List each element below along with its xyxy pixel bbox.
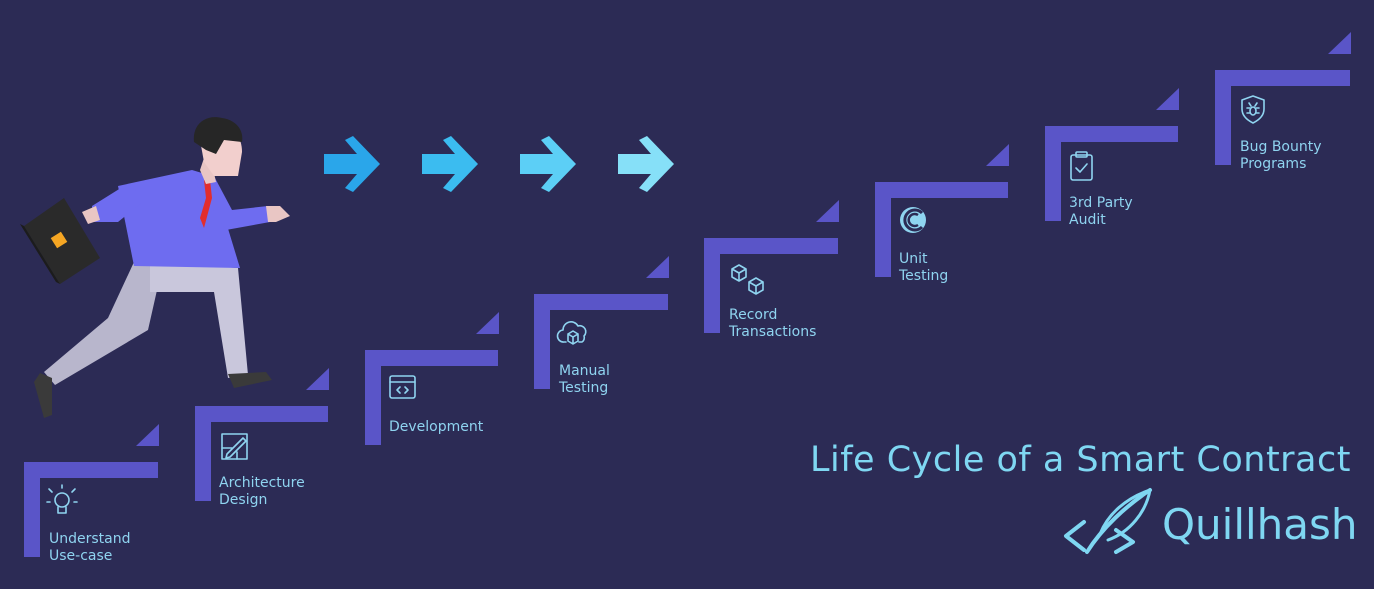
step-label-record-transactions: Record Transactions	[729, 307, 816, 341]
step-bug-bounty-programs	[1215, 32, 1351, 165]
step-label-3rd-party-audit: 3rd Party Audit	[1069, 195, 1133, 229]
step-label-line1: Architecture	[219, 475, 305, 491]
step-label-manual-testing: Manual Testing	[559, 363, 610, 397]
step-3rd-party-audit	[1045, 88, 1179, 221]
step-unit-testing	[875, 144, 1009, 277]
progress-arrows	[324, 136, 674, 192]
spiral-icon	[900, 207, 926, 233]
steps-group	[24, 32, 1351, 557]
clipboard-check-icon	[1070, 151, 1093, 181]
step-label-line1: Unit	[899, 251, 928, 267]
step-label-line2: Transactions	[729, 324, 817, 340]
cubes-icon	[731, 264, 764, 295]
bug-shield-icon	[1241, 95, 1265, 124]
step-label-line1: Development	[389, 419, 484, 435]
diagram-title: Life Cycle of a Smart Contract	[810, 440, 1351, 480]
cloud-box-icon	[556, 321, 587, 345]
quillhash-logo-icon	[1064, 488, 1152, 554]
lightbulb-icon	[46, 484, 78, 514]
step-manual-testing	[534, 256, 669, 389]
step-label-line2: Testing	[559, 380, 609, 396]
step-label-bug-bounty-programs: Bug Bounty Programs	[1240, 139, 1322, 173]
design-pencil-icon	[221, 433, 248, 460]
step-label-line1: Record	[729, 307, 778, 323]
code-window-icon	[389, 375, 416, 399]
step-label-understand-use-case: Understand Use-case	[49, 531, 131, 565]
step-label-unit-testing: Unit Testing	[899, 251, 948, 285]
step-record-transactions	[704, 200, 839, 333]
step-label-line1: 3rd Party	[1069, 195, 1133, 211]
step-label-line1: Bug Bounty	[1240, 139, 1322, 155]
brand-name: Quillhash	[1162, 500, 1358, 549]
step-label-line2: Design	[219, 492, 268, 508]
briefcase	[20, 198, 100, 284]
arrow-3	[520, 136, 576, 192]
step-label-architecture-design: Architecture Design	[219, 475, 305, 509]
step-development	[365, 312, 499, 445]
step-understand-use-case	[24, 424, 159, 557]
step-label-line1: Manual	[559, 363, 610, 379]
step-architecture-design	[195, 368, 329, 501]
step-label-line1: Understand	[49, 531, 131, 547]
step-label-development: Development	[389, 419, 483, 436]
arrow-1	[324, 136, 380, 192]
step-label-line2: Audit	[1069, 212, 1106, 228]
arrow-4	[618, 136, 674, 192]
step-label-line2: Testing	[899, 268, 949, 284]
arrow-2	[422, 136, 478, 192]
businessman-illustration	[20, 117, 290, 418]
step-label-line2: Use-case	[49, 548, 113, 564]
step-label-line2: Programs	[1240, 156, 1307, 172]
